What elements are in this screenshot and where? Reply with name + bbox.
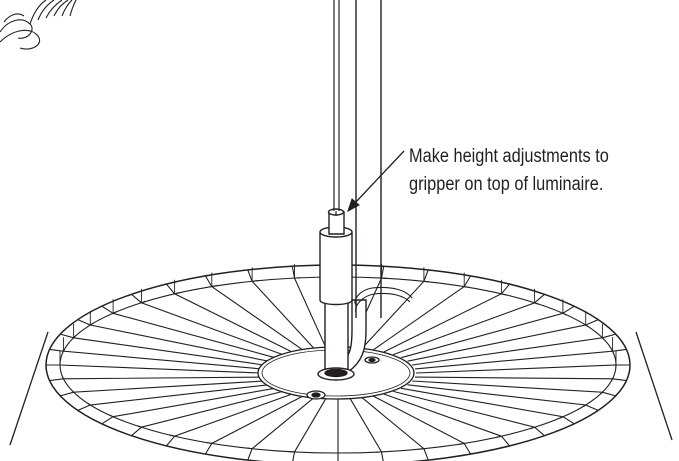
aircraft-cable: [333, 0, 340, 216]
reflector-vane: [383, 393, 511, 447]
reflector-vane: [46, 351, 261, 374]
reflector-vane: [361, 267, 430, 349]
reflector-vane: [393, 390, 545, 437]
reflector-vane: [383, 279, 511, 353]
reflector-vane: [291, 264, 327, 348]
reflector-vane: [401, 387, 575, 425]
reflector-vane: [412, 323, 616, 366]
conduit-tube: [336, 0, 413, 373]
reflector-vane: [400, 299, 575, 359]
reflector-vane: [204, 395, 303, 455]
reflector-vane: [247, 267, 315, 349]
reflector-vane: [373, 272, 472, 351]
reflector-vane: [165, 393, 293, 447]
reflector-vane: [60, 323, 264, 366]
reflector-vane: [414, 376, 627, 382]
callout-line-1: Make height adjustments to: [409, 146, 609, 167]
reflector-vane: [393, 288, 545, 356]
reflector-vane: [361, 397, 429, 461]
reflector-vane: [77, 311, 269, 362]
reflector-vane: [49, 337, 262, 370]
reflector-vane: [349, 398, 384, 461]
shade-skirt: [9, 331, 673, 446]
reflector-vane: [407, 311, 599, 362]
reflector-vane: [60, 380, 264, 397]
reflector-vane: [77, 384, 269, 411]
height-adjustment-callout: Make height adjustments to gripper on to…: [409, 143, 639, 199]
reflector-vane: [131, 288, 283, 356]
support-stem: [317, 208, 355, 381]
reflector-vane: [407, 384, 599, 411]
reflector-vane: [373, 395, 472, 455]
reflector-vane: [204, 272, 303, 351]
reflector-vane: [414, 337, 627, 370]
reflector-vane: [332, 399, 339, 461]
reflector-vane: [49, 376, 262, 382]
reflector-vane: [165, 279, 293, 353]
reflector-vane: [412, 380, 616, 397]
callout-leader-arrow: [347, 150, 405, 213]
callout-line-2: gripper on top of luminaire.: [409, 174, 604, 195]
reflector-vane: [131, 390, 283, 437]
reflector-vane: [246, 397, 315, 461]
reflector-vane: [101, 299, 276, 359]
reflector-vane: [288, 398, 327, 461]
reflector-vane: [101, 387, 275, 425]
reflector-vane: [415, 351, 630, 374]
coiled-cable: [0, 0, 77, 50]
